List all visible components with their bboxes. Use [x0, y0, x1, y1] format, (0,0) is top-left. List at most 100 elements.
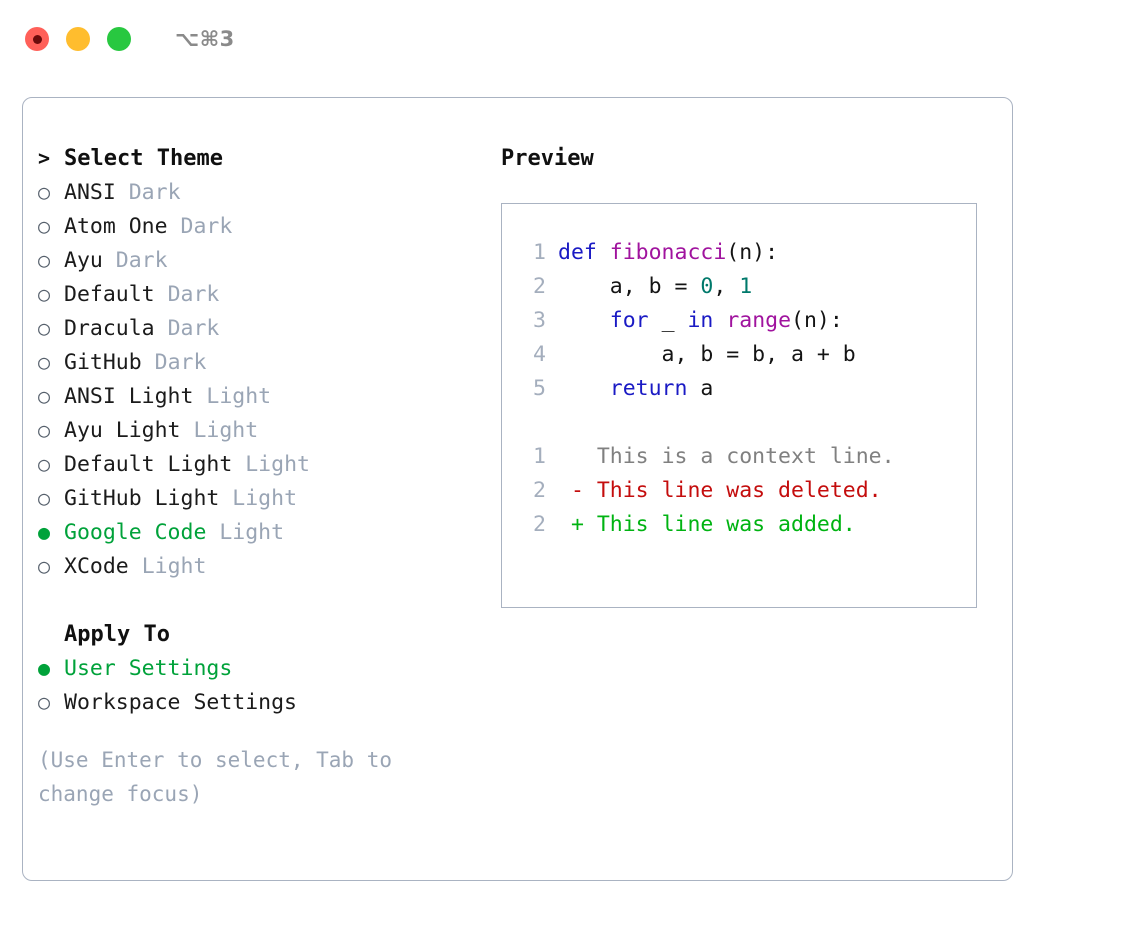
diff-line-number: 1	[533, 444, 546, 469]
theme-option-github-light[interactable]: ○GitHub Light Light	[38, 486, 488, 520]
label-gap	[232, 452, 245, 477]
label-gap	[168, 214, 181, 239]
theme-option-label: GitHub Light	[64, 486, 220, 511]
radio-unselected-icon: ○	[38, 316, 51, 340]
select-theme-heading: > Select Theme	[38, 146, 488, 180]
recording-indicator-icon	[32, 34, 42, 44]
code-token-num: 0	[700, 274, 714, 299]
diff-marker-icon	[558, 444, 597, 469]
code-line-content: return a	[558, 376, 714, 401]
focus-caret-icon: >	[38, 146, 51, 170]
theme-option-ayu-light[interactable]: ○Ayu Light Light	[38, 418, 488, 452]
code-line-number: 1	[533, 240, 546, 265]
code-token-plain: ,	[713, 274, 740, 299]
keyboard-hint: (Use Enter to select, Tab to change focu…	[38, 743, 458, 811]
label-gap	[206, 520, 219, 545]
theme-option-label: Default Light	[64, 452, 233, 477]
apply-to-option-label: Workspace Settings	[64, 690, 297, 715]
label-gap	[193, 384, 206, 409]
theme-option-label: ANSI	[64, 180, 116, 205]
keyboard-hint-line-2: change focus)	[38, 782, 203, 806]
theme-option-label: Google Code	[64, 520, 207, 545]
code-token-plain	[558, 308, 610, 333]
theme-option-default-light[interactable]: ○Default Light Light	[38, 452, 488, 486]
apply-to-option-label: User Settings	[64, 656, 233, 681]
diff-line-content: + This line was added.	[558, 512, 856, 537]
radio-unselected-icon: ○	[38, 452, 51, 476]
theme-option-label: GitHub	[64, 350, 142, 375]
diff-line-del: 2 - This line was deleted.	[518, 478, 976, 512]
theme-option-list: ○ANSI Dark○Atom One Dark○Ayu Dark○Defaul…	[38, 180, 488, 588]
code-token-num: 1	[739, 274, 753, 299]
code-line: 3 for _ in range(n):	[518, 308, 976, 342]
theme-option-label: Atom One	[64, 214, 168, 239]
code-token-plain: a, b = b, a + b	[558, 342, 856, 367]
theme-option-github[interactable]: ○ GitHub Dark	[38, 350, 488, 384]
theme-option-atom-one[interactable]: ○ Atom One Dark	[38, 214, 488, 248]
code-token-plain: (n):	[726, 240, 779, 265]
preview-column: Preview	[501, 146, 594, 171]
theme-selection-column: > Select Theme ○ANSI Dark○Atom One Dark○…	[38, 146, 488, 724]
theme-option-dracula[interactable]: ○Dracula Dark	[38, 316, 488, 350]
theme-option-label: Default	[64, 282, 155, 307]
theme-option-category: Dark	[180, 214, 233, 239]
diff-line-number: 2	[533, 512, 546, 537]
radio-selected-icon: ●	[38, 656, 51, 680]
radio-unselected-icon: ○	[38, 384, 51, 408]
code-token-kw: for	[609, 308, 649, 333]
theme-option-default[interactable]: ○ Default Dark	[38, 282, 488, 316]
code-line: 5 return a	[518, 376, 976, 410]
code-token-plain: a, b =	[558, 274, 701, 299]
code-token-kw: def	[558, 240, 610, 265]
label-gap	[103, 248, 116, 273]
minimize-button-icon[interactable]	[66, 27, 90, 51]
radio-unselected-icon: ○	[38, 180, 51, 204]
theme-option-ansi[interactable]: ○ANSI Dark	[38, 180, 488, 214]
code-token-kw: return	[609, 376, 688, 401]
code-line-number: 5	[533, 376, 546, 401]
theme-option-category: Light	[232, 486, 298, 511]
label-gap	[142, 350, 155, 375]
select-theme-title: Select Theme	[64, 146, 223, 171]
label-gap	[219, 486, 232, 511]
theme-option-category: Light	[219, 520, 285, 545]
close-button-icon[interactable]	[25, 27, 49, 51]
radio-unselected-icon: ○	[38, 350, 51, 374]
radio-unselected-icon: ○	[38, 554, 51, 578]
theme-option-xcode[interactable]: ○XCode Light	[38, 554, 488, 588]
code-token-fn: fibonacci	[609, 240, 727, 265]
code-line-content: a, b = 0, 1	[558, 274, 752, 299]
keyboard-hint-line-1: (Use Enter to select, Tab to	[38, 748, 393, 772]
code-token-plain: (n):	[791, 308, 843, 333]
apply-to-option-list: ● User Settings ○Workspace Settings	[38, 656, 488, 724]
diff-sample: 1 This is a context line. 2 - This line w…	[518, 444, 976, 546]
label-gap	[155, 316, 168, 341]
theme-option-category: Dark	[167, 316, 220, 341]
radio-unselected-icon: ○	[38, 418, 51, 442]
apply-to-option-user-settings[interactable]: ● User Settings	[38, 656, 488, 690]
diff-line-content: This is a context line.	[558, 444, 895, 469]
code-token-plain: a	[687, 376, 714, 401]
radio-unselected-icon: ○	[38, 282, 51, 306]
code-diff-separator	[518, 410, 976, 444]
preview-title: Preview	[501, 146, 594, 171]
code-line-number: 4	[533, 342, 546, 367]
radio-selected-icon: ●	[38, 520, 51, 544]
radio-unselected-icon: ○	[38, 214, 51, 238]
list-spacer	[38, 588, 488, 622]
code-line-content: for _ in range(n):	[558, 308, 843, 333]
apply-to-option-workspace-settings[interactable]: ○Workspace Settings	[38, 690, 488, 724]
theme-option-ansi-light[interactable]: ○ANSI Light Light	[38, 384, 488, 418]
theme-option-label: ANSI Light	[64, 384, 194, 409]
diff-line-text: This line was added.	[596, 512, 856, 537]
theme-option-google-code[interactable]: ● Google Code Light	[38, 520, 488, 554]
diff-line-text: This line was deleted.	[596, 478, 882, 503]
code-line-content: a, b = b, a + b	[558, 342, 856, 367]
label-gap	[129, 554, 142, 579]
theme-option-label: Ayu Light	[64, 418, 181, 443]
theme-option-category: Dark	[154, 350, 207, 375]
theme-option-category: Dark	[167, 282, 220, 307]
maximize-button-icon[interactable]	[107, 27, 131, 51]
theme-option-ayu[interactable]: ○Ayu Dark	[38, 248, 488, 282]
